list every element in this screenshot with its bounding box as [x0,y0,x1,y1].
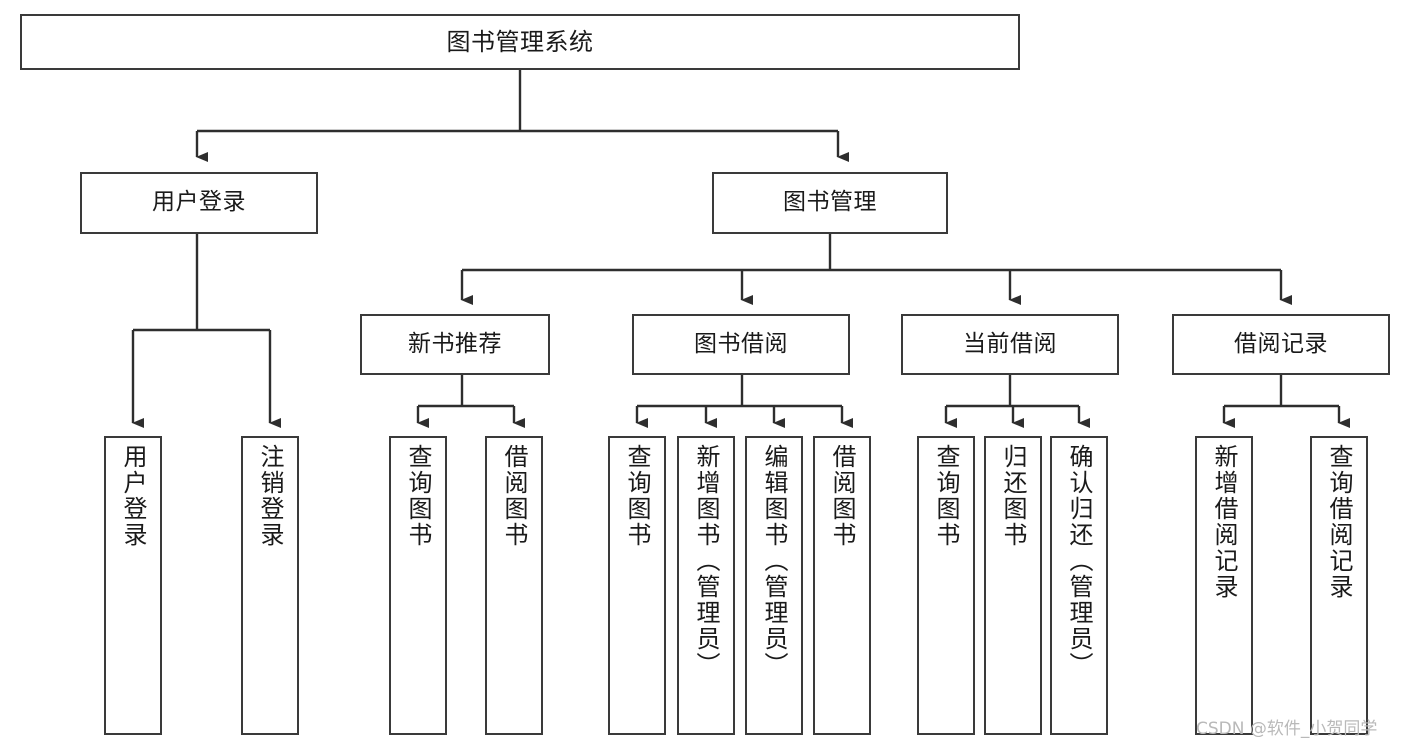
node-root-book-management-system[interactable]: 图书管理系统 [20,14,1020,70]
node-label: 确认归还（管理员） [1065,444,1093,678]
node-label: 查询图书 [932,444,960,548]
node-label: 查询图书 [623,444,651,548]
leaf-borrow-book-recommend[interactable]: 借阅图书 [485,436,543,735]
node-label: 新增图书（管理员） [692,444,720,678]
node-label: 图书管理 [783,189,877,216]
leaf-logout-login[interactable]: 注销登录 [241,436,299,735]
node-label: 查询图书 [404,444,432,548]
node-label: 用户登录 [119,444,147,548]
node-user-login[interactable]: 用户登录 [80,172,318,234]
leaf-user-login[interactable]: 用户登录 [104,436,162,735]
leaf-add-book[interactable]: 新增图书（管理员） [677,436,735,735]
node-label: 借阅记录 [1234,330,1328,357]
node-label: 图书借阅 [694,330,788,357]
leaf-edit-book[interactable]: 编辑图书（管理员） [745,436,803,735]
watermark-csdn: CSDN @软件_小贺同学 [1196,719,1378,739]
node-label: 编辑图书（管理员） [760,444,788,678]
node-label: 用户登录 [152,189,246,216]
leaf-query-book-recommend[interactable]: 查询图书 [389,436,447,735]
leaf-return-book[interactable]: 归还图书 [984,436,1042,735]
node-book-management[interactable]: 图书管理 [712,172,948,234]
node-label: 注销登录 [256,444,284,548]
node-borrow-record[interactable]: 借阅记录 [1172,314,1390,375]
node-label: 归还图书 [999,444,1027,548]
leaf-query-book-borrow[interactable]: 查询图书 [608,436,666,735]
node-label: 新增借阅记录 [1210,444,1238,600]
node-label: 当前借阅 [963,330,1057,357]
leaf-query-book-current[interactable]: 查询图书 [917,436,975,735]
node-label: 图书管理系统 [446,27,594,56]
leaf-query-borrow-record[interactable]: 查询借阅记录 [1310,436,1368,735]
node-label: 新书推荐 [408,330,502,357]
node-current-borrow[interactable]: 当前借阅 [901,314,1119,375]
node-new-book-recommend[interactable]: 新书推荐 [360,314,550,375]
node-label: 查询借阅记录 [1325,444,1353,600]
node-book-borrow[interactable]: 图书借阅 [632,314,850,375]
node-label: 借阅图书 [500,444,528,548]
leaf-borrow-book[interactable]: 借阅图书 [813,436,871,735]
leaf-confirm-return[interactable]: 确认归还（管理员） [1050,436,1108,735]
node-label: 借阅图书 [828,444,856,548]
leaf-add-borrow-record[interactable]: 新增借阅记录 [1195,436,1253,735]
